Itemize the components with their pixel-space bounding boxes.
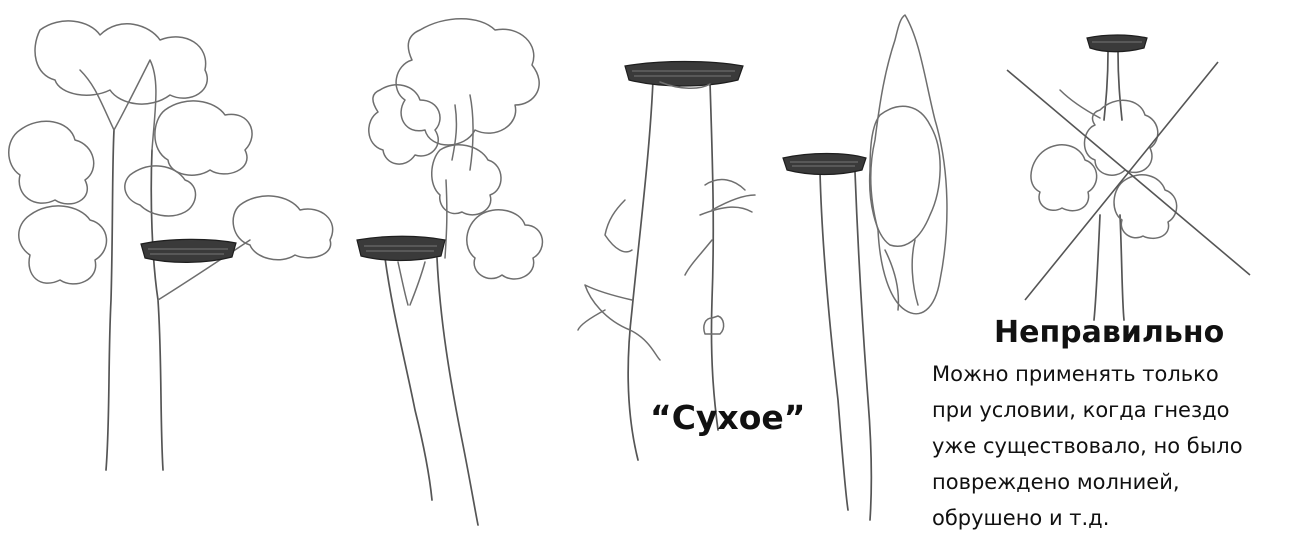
tree-1-broad-with-side-nest	[9, 21, 333, 470]
wrong-label: Неправильно	[994, 315, 1224, 350]
tree-4-narrow-with-side-nest	[783, 15, 947, 520]
note-line: уже существовало, но было	[932, 428, 1298, 464]
wrong-note: Можно применять только при условии, когд…	[932, 356, 1298, 536]
tree-5-crossed-out-pole	[1007, 35, 1250, 320]
note-line: при условии, когда гнездо	[932, 392, 1298, 428]
note-line: повреждено молнией,	[932, 464, 1298, 500]
note-line: обрушено и т.д.	[932, 500, 1298, 536]
dry-tree-label: “Сухое”	[650, 398, 805, 437]
note-line: Можно применять только	[932, 356, 1298, 392]
tree-2-nest-on-broken-top	[357, 19, 542, 525]
